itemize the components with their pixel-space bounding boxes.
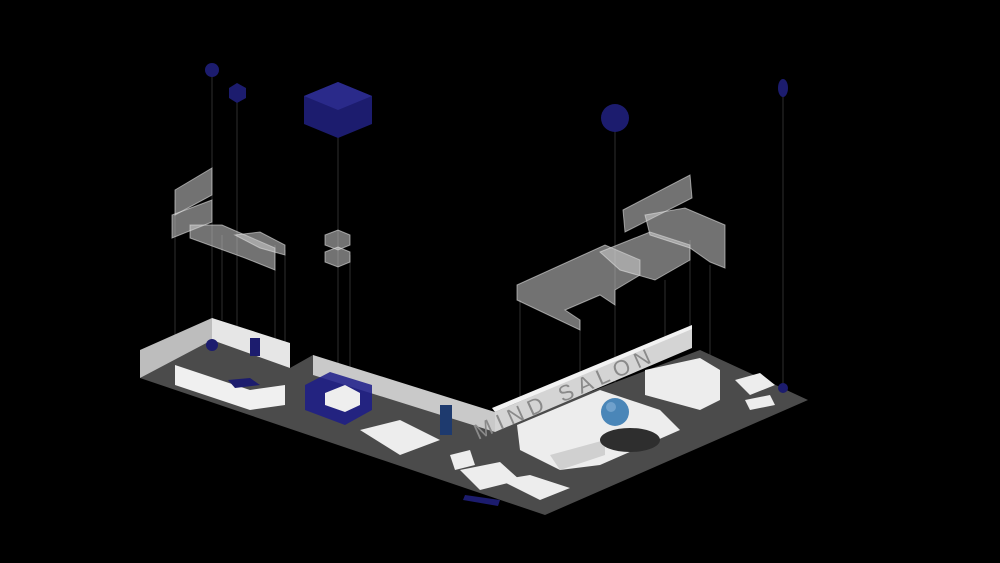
floating-ceiling-panels <box>171 167 726 331</box>
wall-panel-blue <box>250 338 260 356</box>
wall-sphere <box>206 339 218 351</box>
furniture <box>228 358 775 506</box>
mind-salon-wall <box>495 328 692 432</box>
left-room-back-wall <box>140 318 212 378</box>
floating-cube-small <box>229 83 246 103</box>
blue-globe <box>600 398 660 452</box>
floating-disc <box>778 79 788 97</box>
artwork-panel <box>440 405 452 435</box>
left-room-divider <box>175 365 285 410</box>
floor-sphere <box>778 383 788 393</box>
blue-cube-installation <box>305 372 372 425</box>
floating-blue-objects <box>205 63 788 138</box>
floating-sphere <box>205 63 219 77</box>
floating-sphere-large <box>601 104 629 132</box>
